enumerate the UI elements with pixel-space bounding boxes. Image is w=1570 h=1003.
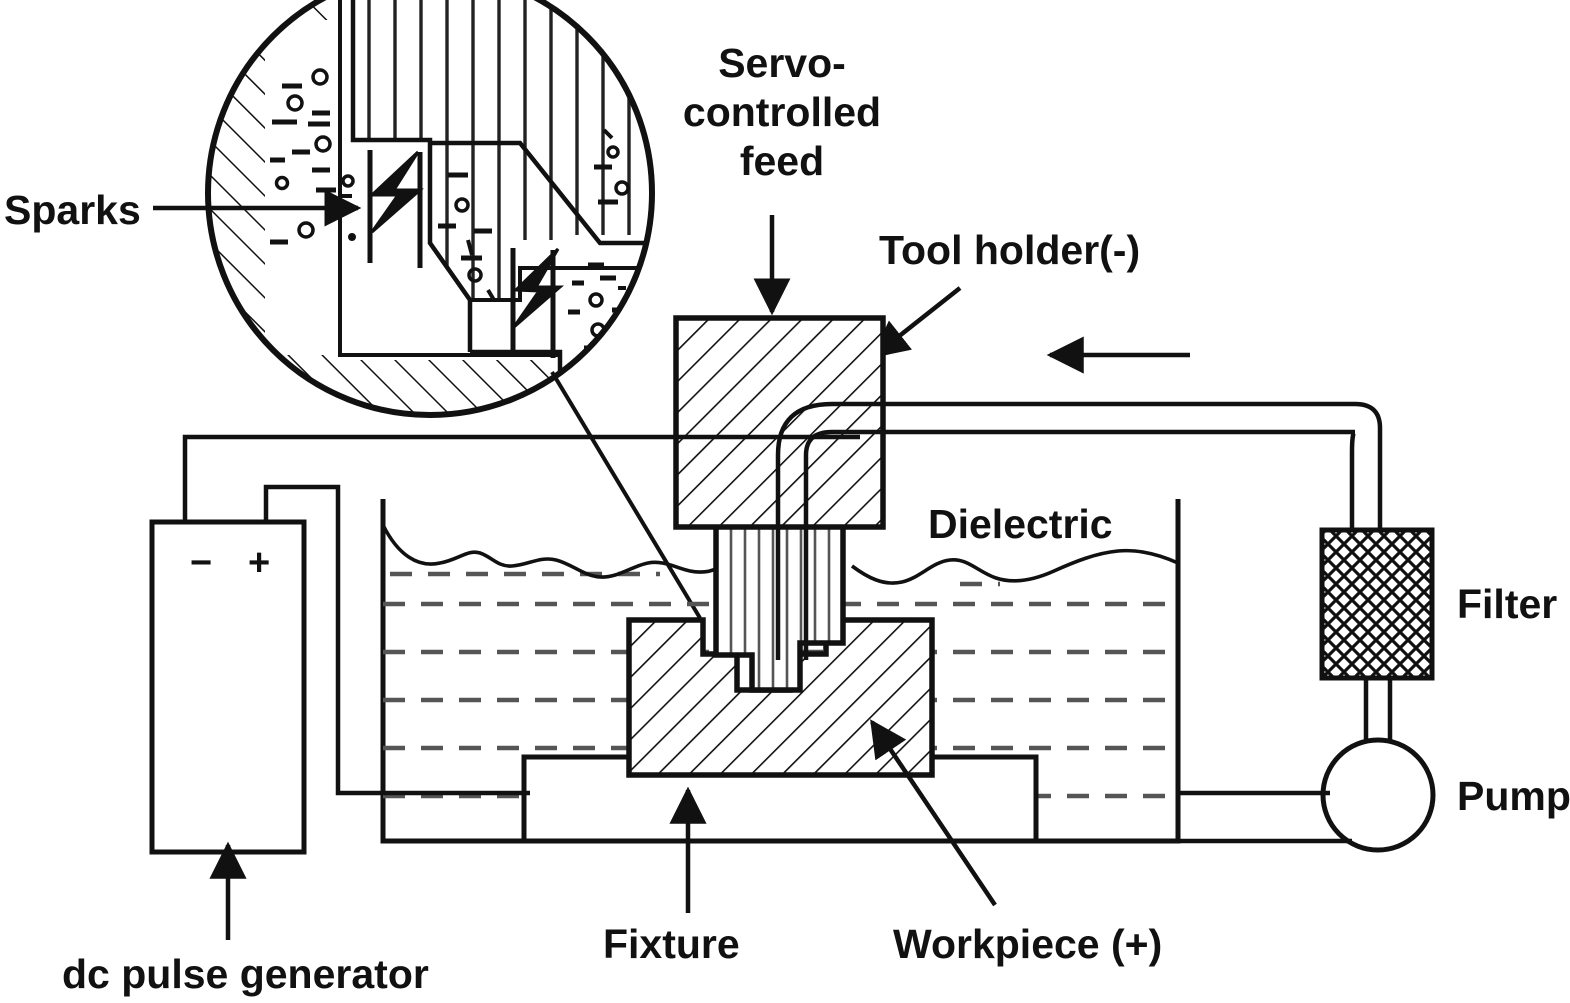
- sparks-label: Sparks: [4, 187, 141, 233]
- dielectric-tank: Dielectric: [380, 499, 1181, 844]
- servo-feed-callout: Servo- controlled feed: [683, 40, 881, 316]
- workpiece-callout: Workpiece (+): [870, 719, 1162, 967]
- filter-unit: Filter: [1319, 527, 1557, 681]
- tool-holder-callout: Tool holder(-): [871, 227, 1140, 359]
- servo-feed-label-line2: controlled: [683, 89, 881, 135]
- fixture-callout: Fixture: [603, 786, 740, 967]
- dc-pulse-generator: − + dc pulse generator: [62, 519, 429, 997]
- generator-label: dc pulse generator: [62, 951, 429, 997]
- tool-holder-label: Tool holder(-): [879, 227, 1140, 273]
- filter-label: Filter: [1457, 581, 1557, 627]
- fixture-label: Fixture: [603, 921, 740, 967]
- pump-unit: Pump: [1320, 737, 1570, 853]
- workpiece-leader: [870, 719, 997, 907]
- fluid-surface-right: [850, 548, 1179, 585]
- detail-circle-outline: [205, 0, 655, 418]
- detail-leader-line: [550, 370, 702, 620]
- spark-bolt-right: [512, 247, 565, 329]
- filter-mesh: [1319, 527, 1435, 681]
- dielectric-label: Dielectric: [928, 501, 1113, 547]
- detail-debris-center: [438, 172, 496, 302]
- wire-positive: [263, 484, 530, 796]
- terminal-positive-label: +: [248, 542, 270, 584]
- magnified-spark-gap-circle: [205, 0, 655, 418]
- generator-body: [149, 519, 307, 855]
- terminal-negative-label: −: [190, 542, 212, 584]
- tool-holder-leader: [871, 286, 962, 359]
- pump-circle: [1320, 737, 1436, 853]
- sparks-callout: Sparks: [4, 187, 362, 233]
- spark-bolt-left: [368, 150, 424, 234]
- fluid-surface-left: [381, 524, 719, 579]
- pump-suction-pipe: [1178, 790, 1352, 844]
- pump-label: Pump: [1457, 773, 1570, 819]
- servo-feed-label-line1: Servo-: [718, 40, 846, 86]
- wire-negative: [182, 434, 860, 522]
- workpiece-label: Workpiece (+): [893, 921, 1162, 967]
- servo-feed-label-line3: feed: [740, 138, 824, 184]
